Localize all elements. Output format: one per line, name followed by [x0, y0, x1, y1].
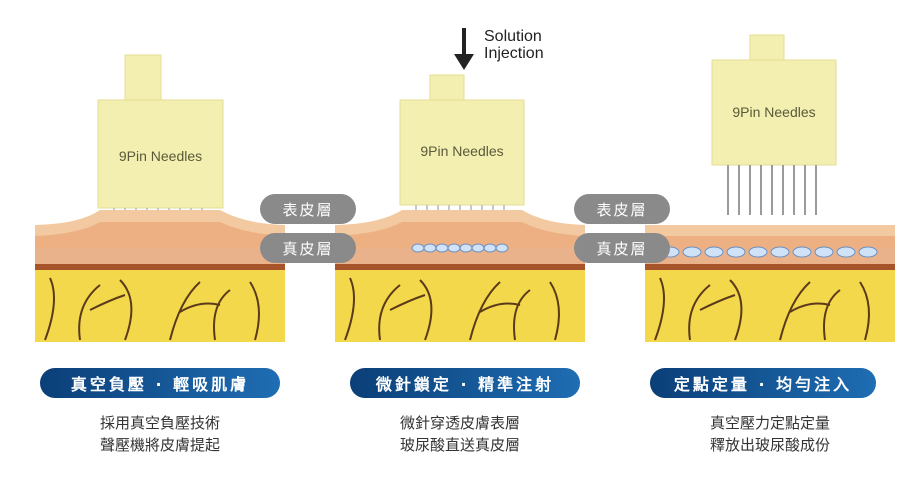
step-panel-1: 9Pin Needles 真空負壓 · 輕吸肌膚 採用真空負壓技術 聲壓機將皮膚… [30, 0, 290, 500]
epidermis-label-2: 表皮層 [574, 194, 670, 224]
injection-label: Solution Injection [484, 28, 544, 62]
skin-diagram-1 [35, 54, 285, 342]
step-description-3-line2: 釋放出玻尿酸成份 [709, 436, 830, 454]
step-panel-3: 9Pin Needles 定點定量 · 均勻注入 真空壓力定點定量 釋放出玻尿酸… [640, 0, 900, 500]
device-label-3: 9Pin Needles [732, 104, 816, 120]
dermis-label-1: 真皮層 [260, 233, 356, 263]
injection-line1: Solution [484, 28, 542, 45]
step-panel-2: 9Pin Needles 微針鎖定 · 精準注射 微針穿透皮膚表層 玻尿酸直送真… [330, 0, 590, 500]
step-title-2: 微針鎖定 · 精準注射 [350, 368, 580, 398]
step-description-2: 微針穿透皮膚表層 玻尿酸直送真皮層 [330, 412, 590, 456]
step-description-1-line2: 聲壓機將皮膚提起 [99, 436, 220, 454]
skin-diagram-2 [335, 74, 585, 342]
step-description-2-line1: 微針穿透皮膚表層 [399, 414, 520, 432]
down-arrow-icon [454, 28, 474, 70]
step-description-2-line2: 玻尿酸直送真皮層 [399, 436, 520, 454]
step-description-1: 採用真空負壓技術 聲壓機將皮膚提起 [30, 412, 290, 456]
device-label-1: 9Pin Needles [118, 148, 203, 164]
step-description-3: 真空壓力定點定量 釋放出玻尿酸成份 [640, 412, 900, 456]
device-label-2: 9Pin Needles [420, 143, 504, 159]
skin-diagram-3 [645, 34, 895, 342]
epidermis-label-1: 表皮層 [260, 194, 356, 224]
step-description-1-line1: 採用真空負壓技術 [99, 414, 220, 432]
step-title-1: 真空負壓 · 輕吸肌膚 [40, 368, 280, 398]
injection-line2: Injection [484, 45, 544, 62]
step-description-3-line1: 真空壓力定點定量 [709, 414, 830, 432]
dermis-label-2: 真皮層 [574, 233, 670, 263]
step-title-3: 定點定量 · 均勻注入 [650, 368, 876, 398]
